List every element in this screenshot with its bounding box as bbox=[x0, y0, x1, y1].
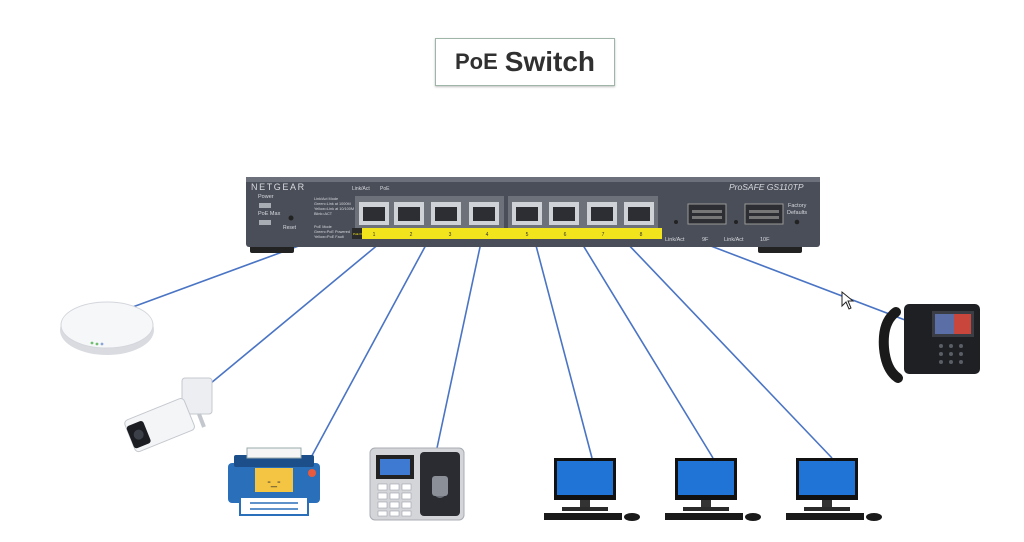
legend-poe-2: Green=PoE Powered bbox=[314, 230, 350, 234]
port-number-8: 8 bbox=[640, 232, 643, 238]
poe-port-tag: PoE Ports bbox=[353, 232, 367, 236]
sfp-label-10f: 10F bbox=[760, 237, 770, 243]
reset-label: Reset bbox=[283, 225, 297, 231]
cable-port-6 bbox=[566, 218, 714, 459]
legend-link-1: Link/Act Mode bbox=[314, 197, 338, 201]
sfp-labels: Link/Act 9F Link/Act 10F bbox=[665, 237, 770, 243]
header-link-act: Link/Act bbox=[352, 186, 370, 192]
sfp-ports bbox=[674, 203, 784, 225]
desktop-pc-1-icon bbox=[544, 458, 640, 521]
cable-port-4 bbox=[436, 218, 487, 449]
port-number-5: 5 bbox=[526, 232, 529, 238]
port-2 bbox=[394, 202, 424, 225]
port-number-2: 2 bbox=[410, 232, 413, 238]
port-3 bbox=[431, 202, 461, 225]
title-main: Switch bbox=[504, 46, 596, 77]
port-6 bbox=[549, 202, 579, 225]
mouse-cursor-icon bbox=[841, 290, 855, 310]
cable-port-7 bbox=[603, 218, 833, 459]
legend-link-2: Green=Link at 1000M bbox=[314, 202, 351, 206]
port-8 bbox=[624, 202, 654, 225]
title-prefix: PoE bbox=[454, 49, 498, 74]
title-box: PoE Switch bbox=[435, 38, 615, 86]
cable-port-5 bbox=[528, 218, 593, 459]
port-number-6: 6 bbox=[564, 232, 567, 238]
port-7 bbox=[587, 202, 617, 225]
legend-poe-3: Yellow=PoE Fault bbox=[314, 235, 345, 239]
port-1 bbox=[359, 202, 389, 225]
sfp-label-link-act-1: Link/Act bbox=[665, 237, 685, 243]
printer-face: -_- bbox=[267, 476, 281, 488]
sfp-label-9f: 9F bbox=[702, 237, 709, 243]
rj45-ports bbox=[355, 196, 658, 228]
ip-phone-icon bbox=[878, 304, 980, 383]
sfp-port-10f bbox=[744, 203, 784, 225]
poe-legend: PoE Mode Green=PoE Powered Yellow=PoE Fa… bbox=[314, 225, 350, 239]
poe-max-label: PoE Max bbox=[258, 211, 281, 217]
port-numbers: 1 2 3 4 5 6 7 8 bbox=[373, 232, 643, 238]
port-number-7: 7 bbox=[602, 232, 605, 238]
legend-poe-1: PoE Mode bbox=[314, 225, 332, 229]
access-point-icon bbox=[60, 301, 154, 355]
port-number-3: 3 bbox=[449, 232, 452, 238]
legend-link-3: Yellow=Link at 10/100M bbox=[314, 207, 354, 211]
switch-model: ProSAFE GS110TP bbox=[729, 182, 804, 192]
power-label: Power bbox=[258, 194, 274, 200]
header-poe: PoE bbox=[380, 186, 390, 192]
poe-switch: NETGEAR ProSAFE GS110TP Link/Act PoE Pow… bbox=[246, 177, 820, 253]
port-number-4: 4 bbox=[486, 232, 489, 238]
biometric-terminal-icon bbox=[369, 447, 465, 521]
switch-brand: NETGEAR bbox=[251, 182, 306, 192]
printer-icon: -_- bbox=[228, 447, 320, 516]
factory-defaults-line-2: Defaults bbox=[787, 210, 807, 216]
ip-camera-icon bbox=[124, 377, 213, 453]
port-number-1: 1 bbox=[373, 232, 376, 238]
cables bbox=[129, 218, 906, 464]
cable-port-3 bbox=[307, 218, 441, 464]
legend-link-4: Blink=ACT bbox=[314, 212, 333, 216]
desktop-pc-2-icon bbox=[665, 458, 761, 521]
sfp-label-link-act-2: Link/Act bbox=[724, 237, 744, 243]
desktop-pc-3-icon bbox=[786, 458, 882, 521]
port-5 bbox=[512, 202, 542, 225]
port-4 bbox=[469, 202, 499, 225]
factory-defaults-line-1: Factory bbox=[788, 203, 807, 209]
cable-port-2 bbox=[204, 218, 410, 389]
sfp-port-9f bbox=[687, 203, 727, 225]
link-legend: Link/Act Mode Green=Link at 1000M Yellow… bbox=[314, 197, 354, 216]
